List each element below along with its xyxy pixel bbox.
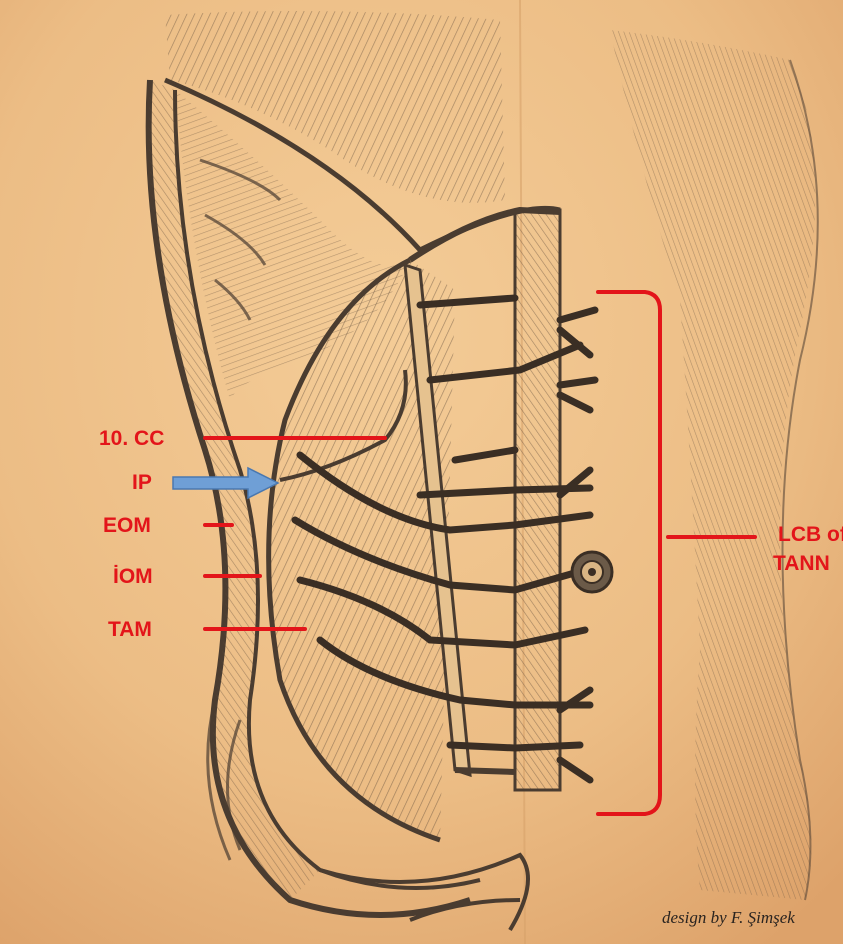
label-tam: TAM — [108, 619, 152, 640]
design-credit: design by F. Şimşek — [662, 908, 795, 928]
umbilicus-icon — [572, 552, 612, 592]
label-lcb-line2: TANN — [773, 553, 830, 574]
label-eom: EOM — [103, 515, 151, 536]
label-cc10: 10. CC — [99, 428, 164, 449]
label-iom: İOM — [113, 566, 153, 587]
rectus-bottom — [455, 770, 515, 772]
label-lcb-line1: LCB of — [778, 524, 843, 545]
label-ip: IP — [132, 472, 152, 493]
